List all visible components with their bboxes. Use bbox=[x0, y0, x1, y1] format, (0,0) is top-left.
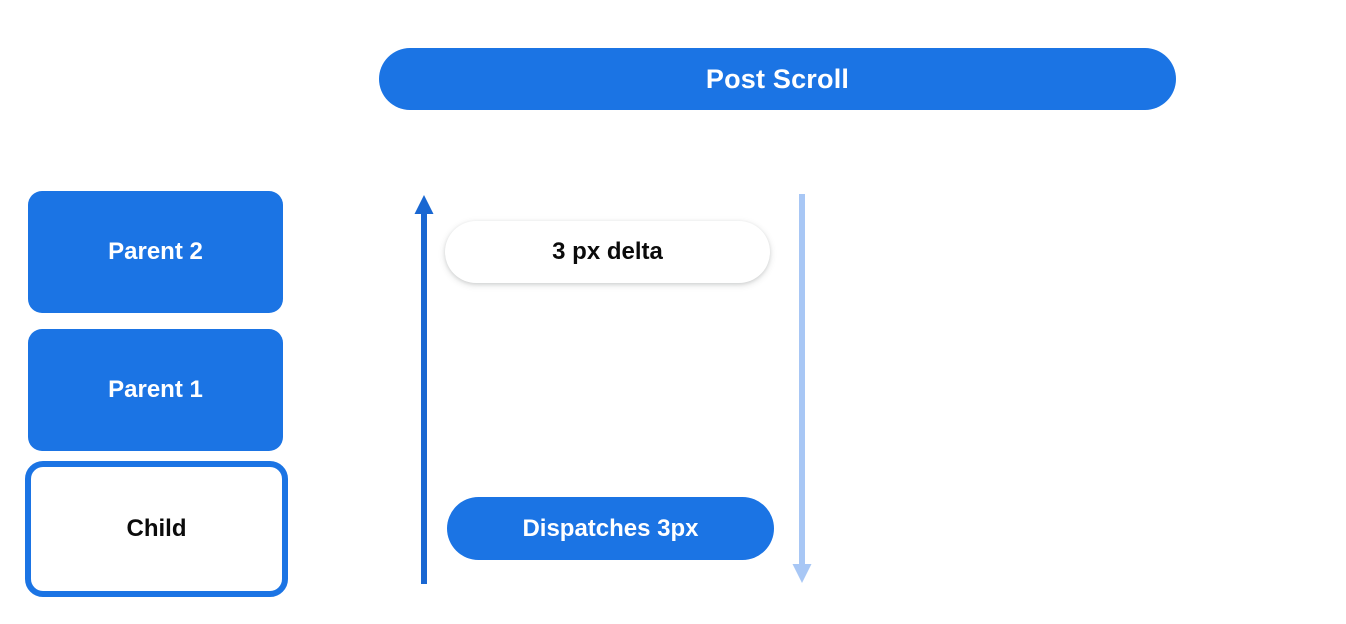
stack-box-parent-1: Parent 1 bbox=[28, 329, 283, 451]
stack-box-parent-2-label: Parent 2 bbox=[108, 238, 203, 265]
delta-callout-label: 3 px delta bbox=[552, 238, 663, 265]
post-scroll-banner-label: Post Scroll bbox=[705, 63, 850, 94]
scroll-up-arrow-icon bbox=[414, 195, 434, 584]
post-scroll-banner: Post Scroll bbox=[379, 48, 1176, 110]
stack-box-child: Child bbox=[25, 461, 288, 597]
stack-box-parent-1-label: Parent 1 bbox=[108, 376, 203, 403]
dispatch-callout-label: Dispatches 3px bbox=[522, 514, 699, 542]
scroll-down-arrow-icon bbox=[792, 194, 812, 583]
stack-box-parent-2: Parent 2 bbox=[28, 191, 283, 313]
dispatch-callout: Dispatches 3px bbox=[447, 497, 774, 560]
delta-callout: 3 px delta bbox=[445, 221, 770, 283]
stack-box-child-label: Child bbox=[126, 515, 187, 542]
